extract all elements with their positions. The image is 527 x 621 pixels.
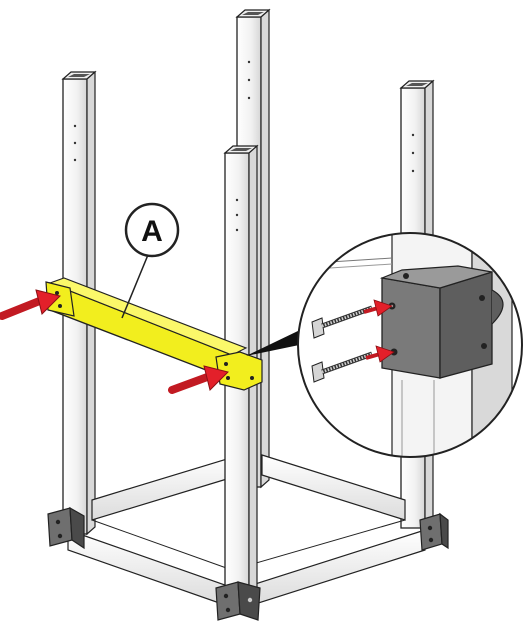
part-a-rail bbox=[45, 277, 263, 391]
hex-bolt-lower bbox=[311, 351, 373, 383]
hex-bolt-upper bbox=[311, 305, 373, 339]
red-insertion-arrow-right bbox=[168, 365, 229, 394]
callout-a-label: A bbox=[141, 215, 163, 248]
corner-bracket-front bbox=[215, 581, 261, 621]
corner-bracket-detail bbox=[379, 265, 504, 379]
corner-bracket-left bbox=[47, 506, 85, 550]
corner-bracket-right bbox=[419, 512, 449, 551]
callout-a: A bbox=[121, 202, 180, 319]
detail-zoom-circle bbox=[297, 232, 523, 458]
zoom-leader bbox=[246, 330, 304, 356]
red-insertion-arrow-left bbox=[0, 289, 61, 320]
red-insertion-arrow-detail-upper bbox=[363, 299, 393, 317]
red-insertion-arrow-detail-lower bbox=[365, 345, 395, 363]
